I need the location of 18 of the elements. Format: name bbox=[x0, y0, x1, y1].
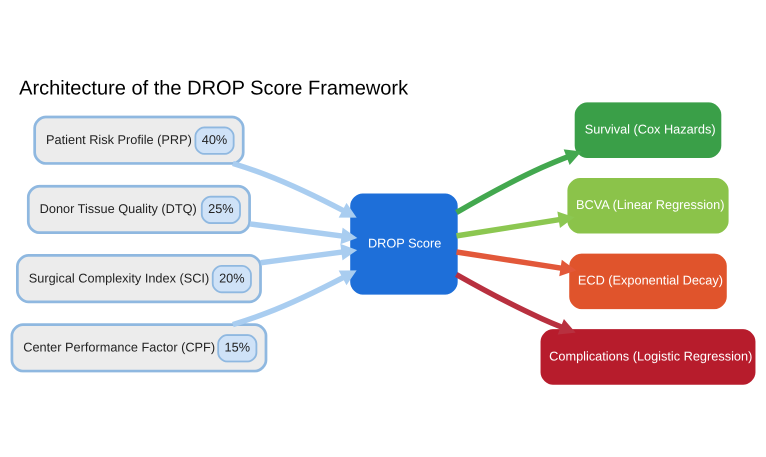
arrow bbox=[456, 211, 574, 238]
node-box: Center Performance Factor (CPF) 15% bbox=[10, 322, 268, 372]
arrow bbox=[454, 272, 576, 334]
node-box: ECD (Exponential Decay) bbox=[569, 253, 727, 309]
diagram-title: Architecture of the DROP Score Framework bbox=[19, 76, 408, 99]
arrow bbox=[456, 248, 576, 276]
node-box: Patient Risk Profile (PRP) 40% bbox=[33, 115, 245, 164]
arrow bbox=[455, 148, 582, 214]
node-box: Complications (Logistic Regression) bbox=[540, 328, 756, 384]
node-box: Surgical Complexity Index (SCI) 20% bbox=[16, 254, 262, 303]
node-box: Donor Tissue Quality (DTQ) 25% bbox=[26, 184, 251, 234]
arrow bbox=[232, 160, 357, 218]
node-box: Survival (Cox Hazards) bbox=[574, 102, 722, 158]
node-box: BCVA (Linear Regression) bbox=[567, 178, 729, 234]
node-box: DROP Score bbox=[350, 192, 458, 294]
arrow bbox=[250, 220, 358, 244]
arrow bbox=[260, 243, 358, 265]
arrow bbox=[232, 270, 357, 327]
